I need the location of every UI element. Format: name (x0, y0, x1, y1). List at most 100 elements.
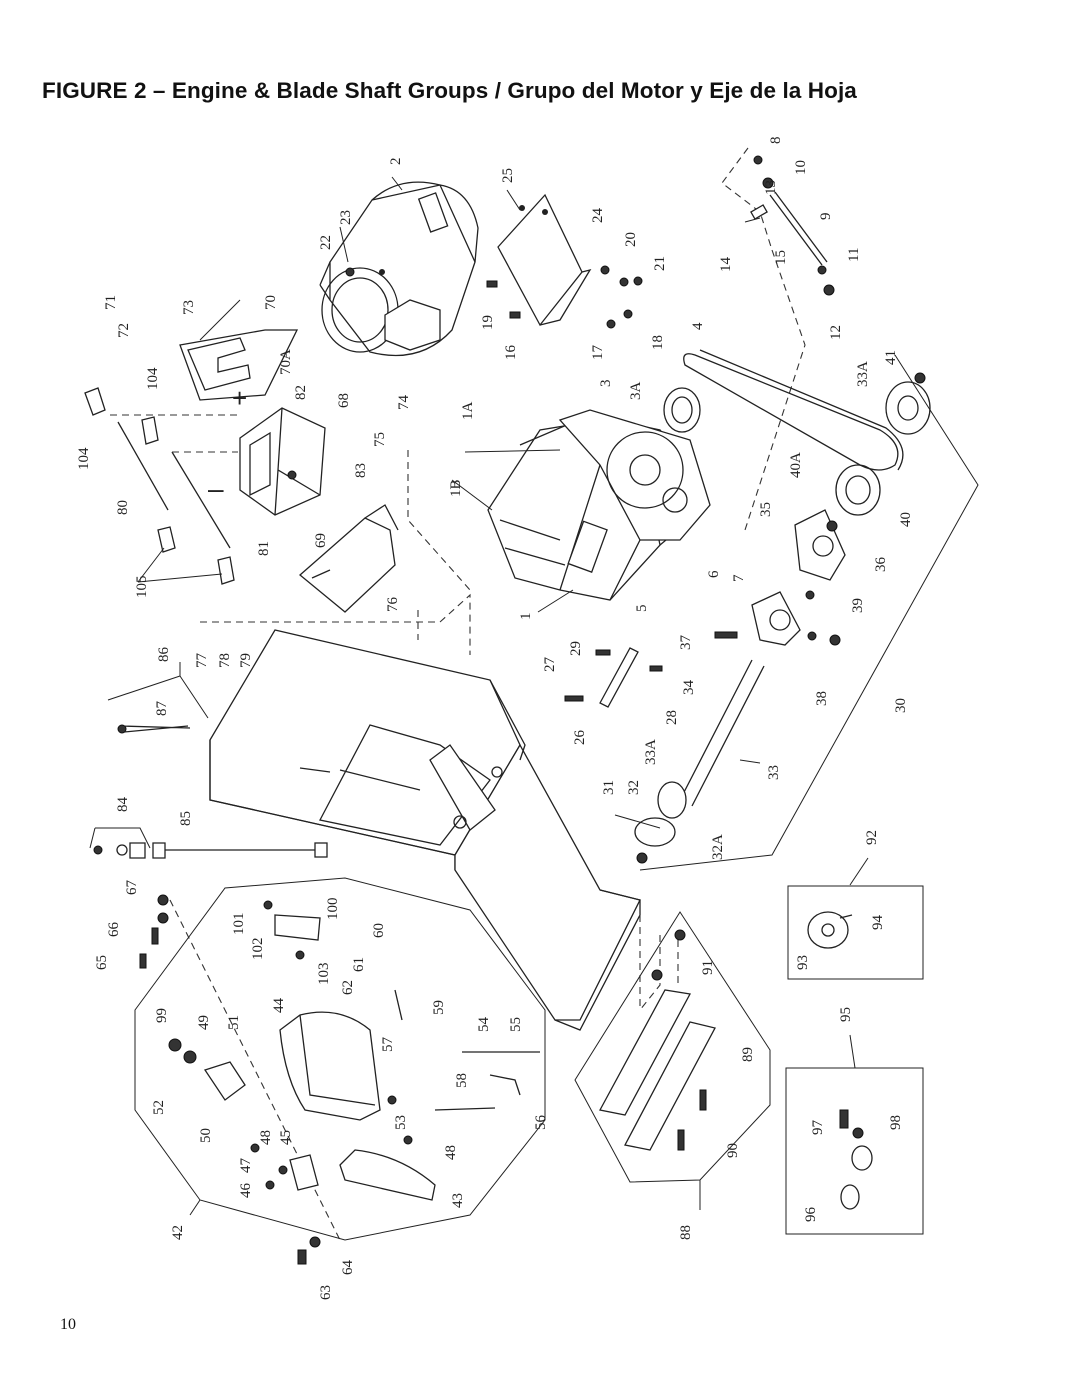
callout-22: 22 (318, 235, 334, 250)
belt-guard-bar (564, 647, 663, 708)
engine-motor (319, 181, 479, 357)
callout-40a: 40A (788, 452, 804, 478)
callout-33a-top: 33A (855, 361, 871, 387)
callout-30: 30 (893, 698, 909, 713)
blade-guard-group (134, 877, 546, 1265)
callout-76: 76 (385, 597, 401, 613)
blade-shaft (634, 354, 979, 871)
callout-105: 105 (134, 576, 150, 599)
callout-104-left: 104 (76, 447, 92, 470)
callout-100: 100 (325, 898, 341, 921)
callout-78: 78 (217, 653, 233, 668)
callout-57: 57 (380, 1037, 396, 1053)
callout-73: 73 (181, 300, 197, 315)
callout-3a: 3A (628, 382, 644, 401)
callout-64: 64 (340, 1260, 356, 1276)
callout-28: 28 (664, 710, 680, 725)
callout-56: 56 (533, 1115, 549, 1131)
fastener-group-top (345, 265, 643, 329)
page-number: 10 (60, 1316, 76, 1333)
callout-6: 6 (706, 570, 722, 578)
pulleys (663, 372, 931, 516)
callout-27: 27 (542, 657, 558, 673)
callout-50: 50 (198, 1128, 214, 1143)
callout-79: 79 (238, 653, 254, 668)
callout-62: 62 (340, 980, 356, 995)
throttle-rod-assembly (721, 147, 835, 531)
callout-13: 13 (763, 180, 779, 195)
callout-24: 24 (590, 208, 606, 224)
callout-1: 1 (518, 613, 534, 621)
callout-99: 99 (154, 1008, 170, 1023)
accessory-box-95 (785, 1067, 924, 1235)
battery-assembly: + – (208, 383, 326, 516)
callout-83: 83 (353, 463, 369, 478)
callout-89: 89 (740, 1047, 756, 1062)
callout-9: 9 (818, 213, 834, 221)
callout-54: 54 (476, 1017, 492, 1033)
callout-104-top: 104 (145, 367, 161, 390)
callout-11: 11 (846, 248, 862, 262)
mounting-bracket (497, 193, 592, 327)
callout-34: 34 (681, 680, 697, 696)
callout-33a-mid: 33A (643, 739, 659, 765)
callout-94: 94 (870, 915, 886, 931)
callout-35: 35 (758, 502, 774, 517)
callout-81: 81 (256, 541, 272, 556)
callout-48-left: 48 (258, 1130, 274, 1145)
callout-60: 60 (371, 923, 387, 938)
callout-7: 7 (731, 574, 747, 582)
callout-44: 44 (271, 998, 287, 1014)
callout-84: 84 (115, 797, 131, 813)
callout-85: 85 (178, 811, 194, 826)
callout-12: 12 (828, 325, 844, 340)
callout-21: 21 (652, 256, 668, 271)
callout-15: 15 (773, 250, 789, 265)
blade-flange-set (574, 911, 771, 1183)
callout-82: 82 (293, 385, 309, 400)
callout-65: 65 (94, 955, 110, 970)
callout-48-right: 48 (443, 1145, 459, 1160)
callout-18: 18 (650, 335, 666, 350)
callout-61: 61 (351, 957, 367, 972)
callout-43: 43 (450, 1193, 466, 1208)
callout-29: 29 (568, 641, 584, 656)
callout-8: 8 (768, 137, 784, 145)
callout-37: 37 (678, 635, 694, 651)
callout-98: 98 (888, 1115, 904, 1130)
callout-67: 67 (124, 880, 140, 896)
callout-102: 102 (250, 938, 266, 961)
callout-2: 2 (388, 158, 404, 166)
callout-92: 92 (864, 830, 880, 845)
drive-belt (683, 349, 904, 471)
callout-10: 10 (793, 160, 809, 175)
cable-assembly (89, 662, 328, 859)
figure-title: FIGURE 2 – Engine & Blade Shaft Groups /… (42, 78, 857, 103)
callout-70a: 70A (278, 349, 294, 375)
callout-46: 46 (238, 1183, 254, 1199)
callout-33: 33 (766, 765, 782, 780)
callout-4: 4 (690, 322, 706, 330)
callout-101: 101 (231, 913, 247, 936)
callout-41: 41 (883, 350, 899, 365)
callout-47: 47 (238, 1158, 254, 1174)
battery-rods (84, 387, 238, 585)
callout-80: 80 (115, 500, 131, 515)
callout-77: 77 (194, 653, 210, 669)
callout-91: 91 (700, 960, 716, 975)
engine-mount-bracket (298, 504, 399, 613)
callout-32a: 32A (710, 834, 726, 860)
callout-17: 17 (590, 345, 606, 361)
battery-hold-bracket (179, 329, 299, 401)
callout-45: 45 (278, 1130, 294, 1145)
accessory-box-92 (787, 885, 924, 980)
svg-text:–: – (208, 473, 224, 504)
callout-63: 63 (318, 1285, 334, 1300)
callout-86: 86 (156, 647, 172, 663)
callout-42: 42 (170, 1225, 186, 1240)
callout-103: 103 (316, 963, 332, 986)
callout-96: 96 (803, 1207, 819, 1223)
callout-97: 97 (810, 1120, 826, 1136)
callout-53: 53 (393, 1115, 409, 1130)
